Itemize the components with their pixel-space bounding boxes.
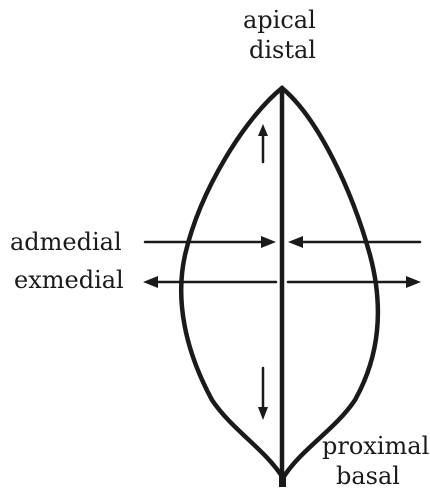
petiole bbox=[279, 476, 286, 487]
label-admedial: admedial bbox=[10, 228, 122, 256]
basal-arrow bbox=[258, 366, 268, 420]
label-distal: distal bbox=[249, 36, 316, 64]
admedial-arrow-right bbox=[288, 236, 422, 248]
label-basal: basal bbox=[336, 462, 400, 490]
label-apical: apical bbox=[243, 6, 316, 34]
exmedial-arrow-left bbox=[143, 276, 278, 288]
exmedial-arrow-right bbox=[286, 276, 421, 288]
apical-arrow bbox=[258, 124, 268, 164]
label-proximal: proximal bbox=[322, 432, 430, 460]
admedial-arrow-left bbox=[143, 236, 276, 248]
label-exmedial: exmedial bbox=[14, 266, 124, 294]
